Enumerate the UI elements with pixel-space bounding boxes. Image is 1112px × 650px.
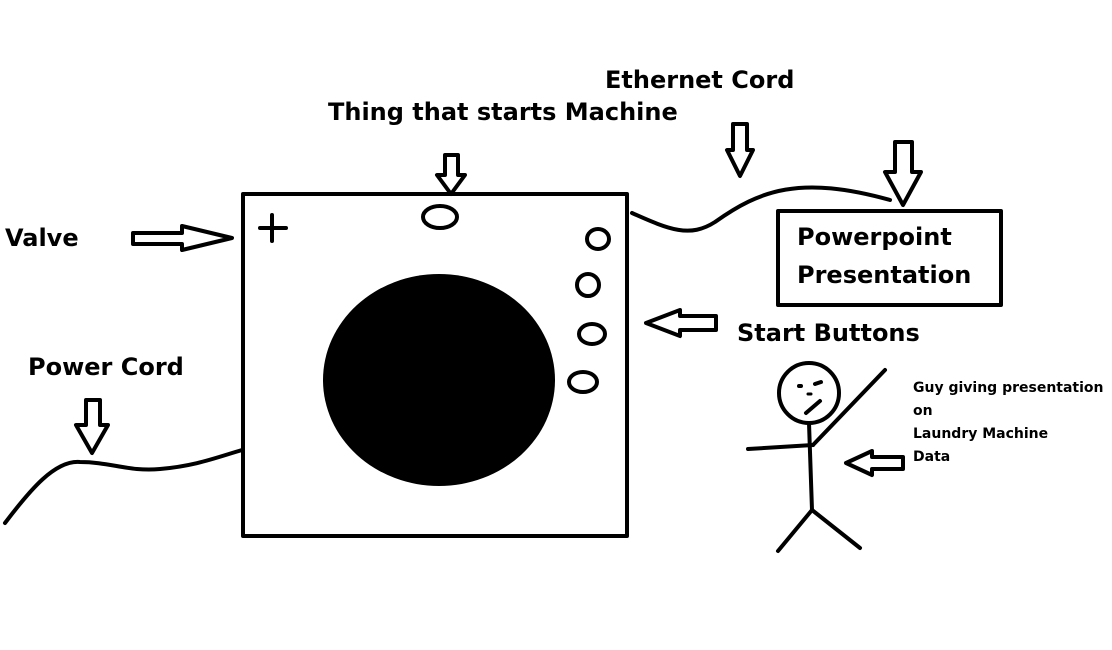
power-cord-arrow-icon	[74, 398, 110, 455]
power-cord	[3, 448, 244, 525]
presenter-right-leg	[810, 508, 862, 550]
start-button-4	[567, 370, 599, 394]
presenter-eye-right	[813, 380, 823, 386]
powerpoint-label-line1: Powerpoint	[797, 223, 952, 251]
guy-label-line4: Data	[913, 449, 950, 465]
presenter-mouth	[804, 399, 822, 415]
ethernet-arrow-icon	[725, 122, 755, 178]
start-buttons-arrow-icon	[644, 308, 718, 338]
powerpoint-box	[776, 209, 1003, 307]
ethernet-cord	[630, 185, 892, 233]
start-button-3	[577, 322, 607, 346]
start-knob-arrow-icon	[435, 153, 467, 196]
ethernet-cord-label: Ethernet Cord	[605, 66, 794, 94]
valve-arrow-icon	[131, 224, 234, 252]
presenter-left-arm	[746, 443, 815, 451]
power-cord-label: Power Cord	[28, 353, 184, 381]
presenter-left-leg	[776, 508, 814, 553]
guy-arrow-icon	[844, 449, 905, 477]
presenter-right-arm	[811, 368, 887, 447]
powerpoint-label-line2: Presentation	[797, 261, 971, 289]
valve-plus-icon	[258, 213, 288, 243]
guy-label-line3: Laundry Machine	[913, 426, 1048, 442]
machine-door	[323, 274, 555, 486]
stick-figure-presenter	[746, 361, 887, 553]
start-knob	[421, 204, 459, 230]
presenter-body	[807, 421, 814, 512]
start-button-1	[585, 227, 611, 251]
guy-label-line2: on	[913, 403, 933, 419]
start-knob-label: Thing that starts Machine	[328, 98, 678, 126]
valve-label: Valve	[5, 224, 79, 252]
powerpoint-arrow-icon	[883, 140, 923, 207]
start-button-2	[575, 272, 601, 298]
washing-machine-body	[241, 192, 629, 538]
guy-label-line1: Guy giving presentation	[913, 380, 1104, 396]
start-buttons-label: Start Buttons	[737, 319, 920, 347]
